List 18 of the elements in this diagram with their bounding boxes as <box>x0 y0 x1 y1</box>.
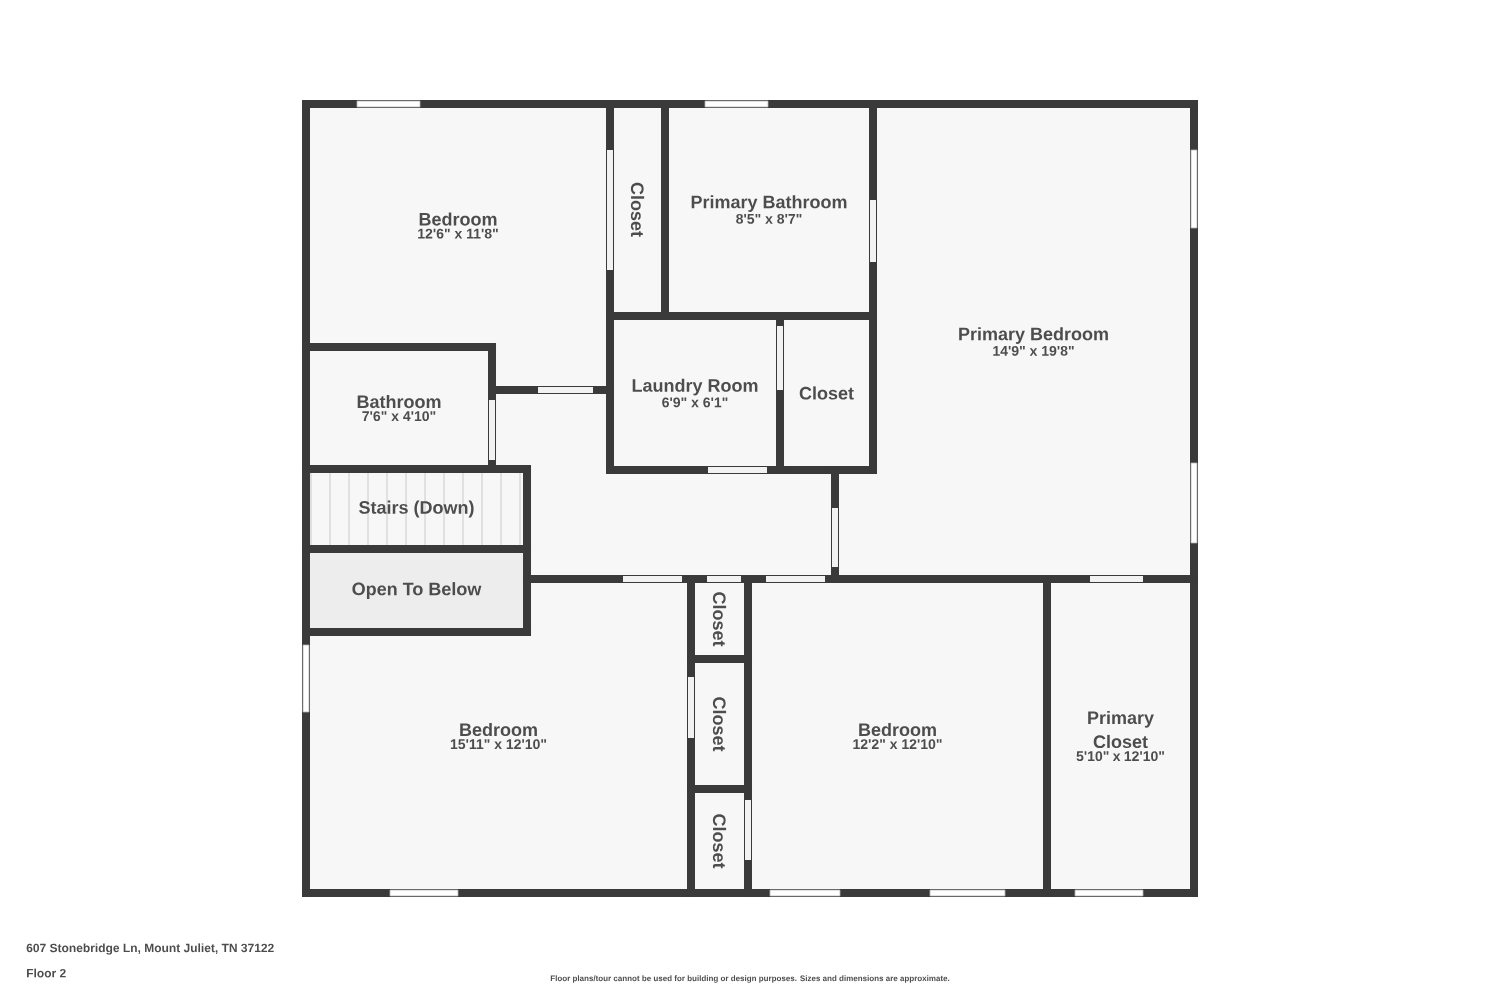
stairs: Stairs (Down) <box>359 500 474 518</box>
room: Bedroom 15'11" x 12'10" <box>450 722 547 750</box>
room: Laundry Room 6'9" x 6'1" <box>632 378 758 408</box>
caption-text: 607 Stonebridge Ln, Mount Juliet, TN 37122 <box>26 943 274 955</box>
room: Closet <box>630 182 645 237</box>
room: Closet <box>712 592 727 647</box>
room: Closet <box>799 386 854 400</box>
room: Closet <box>712 814 727 869</box>
room: Primary Bathroom 8'5" x 8'7" <box>691 195 847 224</box>
room: Bathroom 7'6" x 4'10" <box>357 394 441 422</box>
room: Bedroom 12'6" x 11'8" <box>418 212 498 239</box>
room: Closet <box>712 697 727 752</box>
room: Bedroom 12'2" x 12'10" <box>853 722 942 750</box>
room: Primary Closet 5'10" x 12'10" <box>1076 710 1164 762</box>
room: Primary Bedroom 14'9" x 19'8" <box>959 327 1108 356</box>
caption-text: Floor 2 <box>27 968 66 978</box>
room: Open To Below <box>310 553 523 628</box>
disclaimer-text: Floor plans/tour cannot be used for building or design purposes. Sizes and dimensions are approximate. <box>550 975 950 983</box>
